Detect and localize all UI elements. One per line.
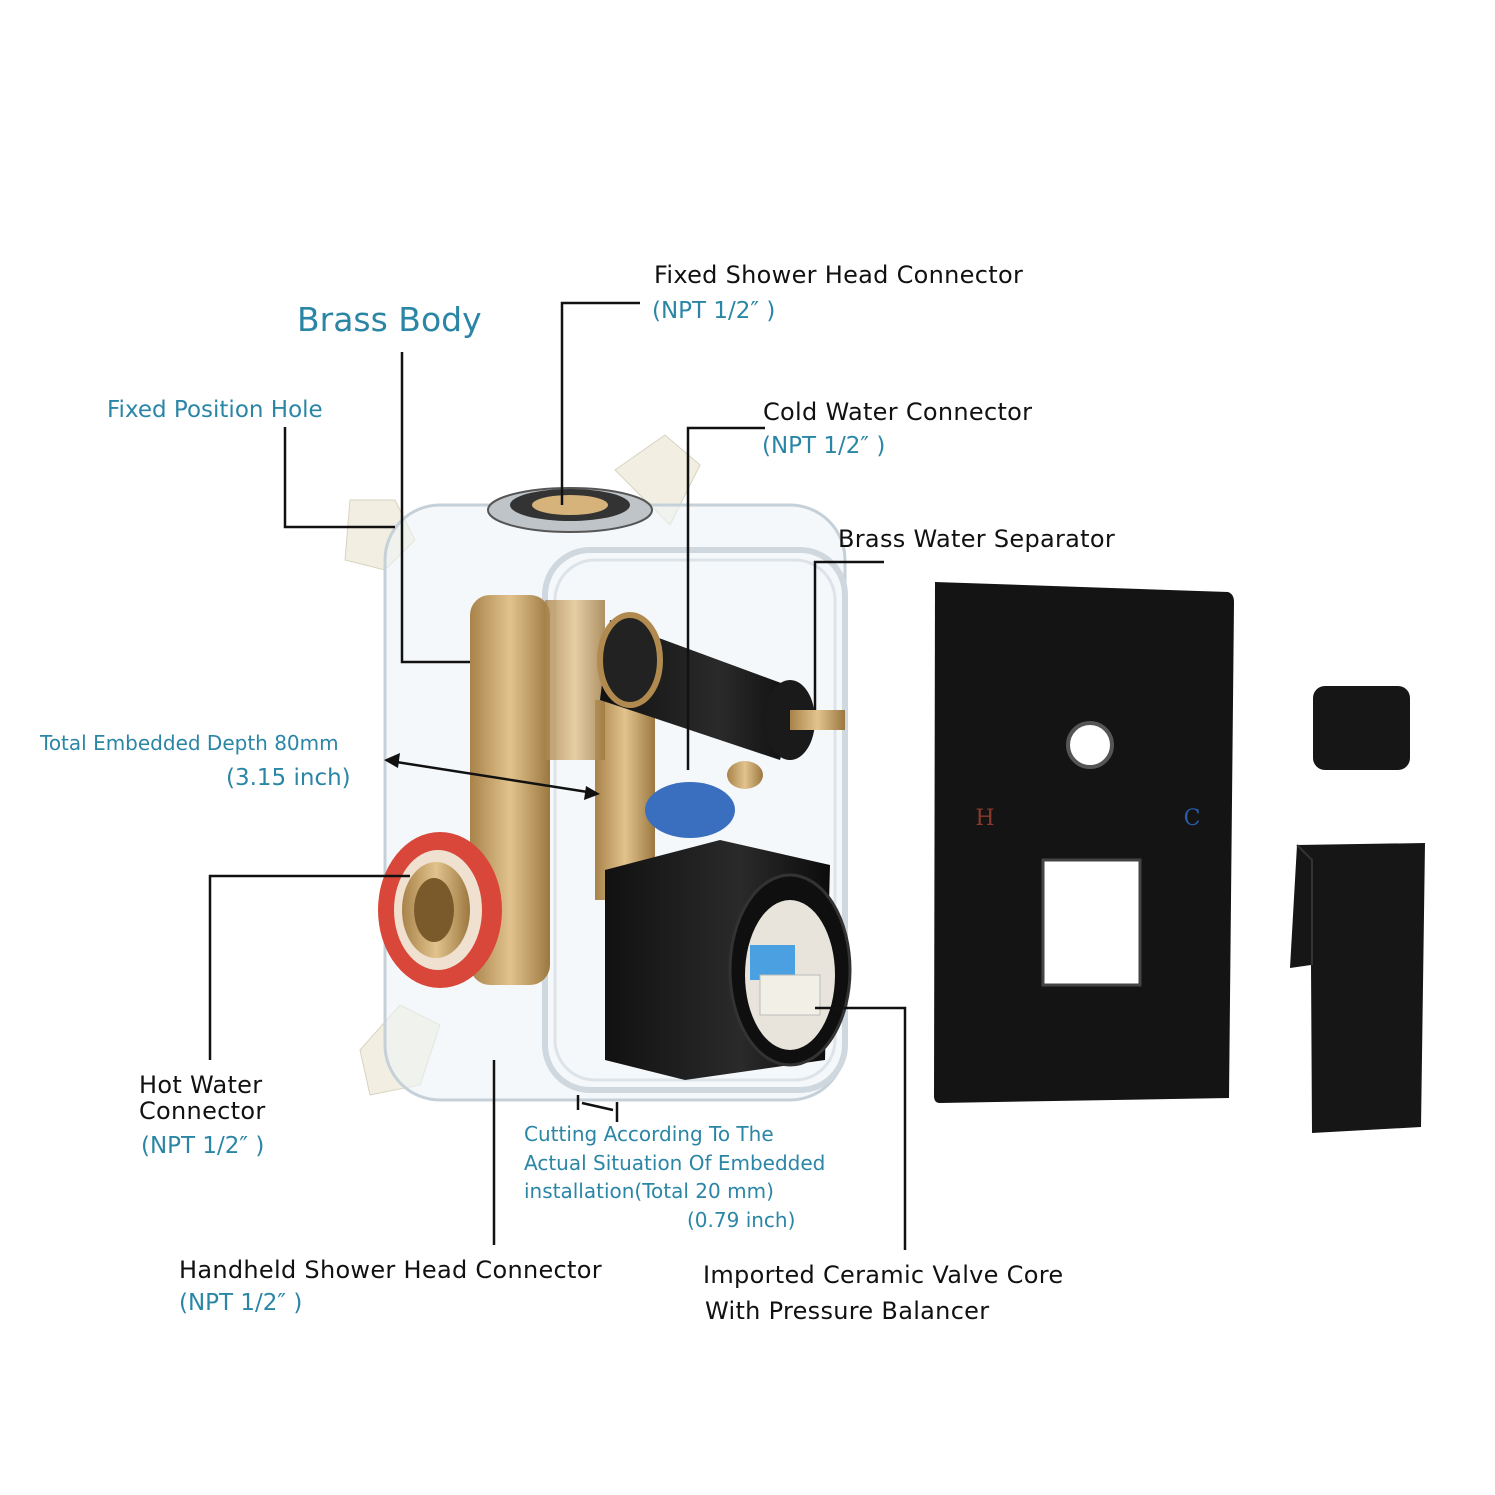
hot-water-label-line2: Connector: [139, 1097, 266, 1125]
cutting-note-line2: Actual Situation Of Embedded: [524, 1151, 826, 1175]
hot-water-port: [378, 832, 502, 988]
cold-water-label: Cold Water Connector: [763, 398, 1033, 426]
embedded-depth-label: Total Embedded Depth 80mm: [40, 731, 339, 755]
hot-water-spec: (NPT 1/2″ ): [141, 1133, 265, 1159]
hot-mark: H: [975, 806, 994, 831]
valve-core-label-line1: Imported Ceramic Valve Core: [703, 1261, 1064, 1289]
brass-water-separator-label: Brass Water Separator: [838, 525, 1116, 553]
cutting-note-line1: Cutting According To The: [524, 1122, 774, 1146]
fixed-position-hole-label: Fixed Position Hole: [107, 397, 323, 423]
brass-body-label: Brass Body: [297, 300, 482, 339]
fixed-shower-head-label: Fixed Shower Head Connector: [654, 261, 1024, 289]
valve-core-label-line2: With Pressure Balancer: [705, 1297, 990, 1325]
dimension-arrowheads: [384, 753, 600, 800]
cutting-note-inch: (0.79 inch): [687, 1208, 796, 1232]
handheld-shower-head-spec: (NPT 1/2″ ): [179, 1290, 303, 1316]
embedded-depth-inch: (3.15 inch): [226, 765, 351, 791]
handheld-shower-head-label: Handheld Shower Head Connector: [179, 1256, 602, 1284]
cutting-note-line3: installation(Total 20 mm): [524, 1179, 774, 1203]
leader-lines: [208, 301, 907, 1250]
fixed-shower-head-port: [487, 487, 653, 533]
valve-core-cap: [605, 840, 852, 1080]
separator-pipe: [597, 612, 845, 789]
trim-plate: [934, 582, 1234, 1103]
cold-water-seal: [645, 782, 735, 838]
fixed-shower-head-spec: (NPT 1/2″ ): [652, 298, 776, 324]
cold-mark: C: [1184, 806, 1201, 831]
hot-water-label-line1: Hot Water: [139, 1071, 263, 1099]
cold-water-spec: (NPT 1/2″ ): [762, 433, 886, 459]
lever-handle: [1290, 686, 1425, 1133]
